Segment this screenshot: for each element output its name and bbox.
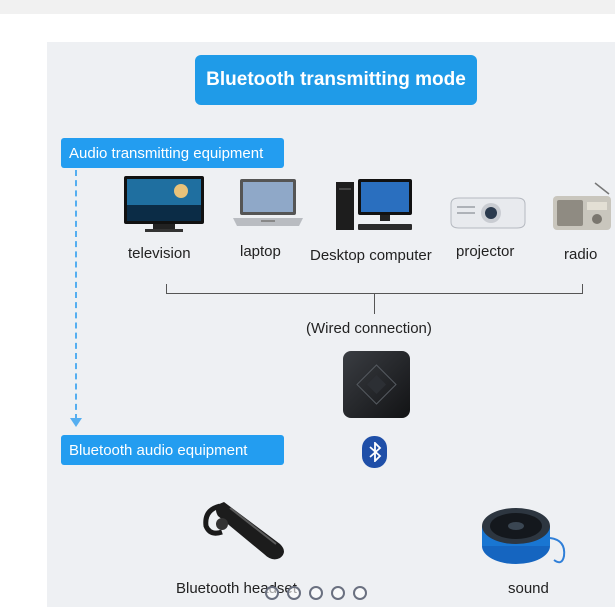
laptop-icon <box>233 179 303 226</box>
wired-connection-bracket <box>166 284 583 294</box>
section-tag-transmitting: Audio transmitting equipment <box>61 138 284 168</box>
bluetooth-headset-icon <box>203 502 284 560</box>
section-tag-receiving: Bluetooth audio equipment <box>61 435 284 465</box>
device-label-radio: radio <box>564 246 598 263</box>
down-arrow-icon <box>70 418 82 427</box>
carousel-dot-3[interactable] <box>309 586 323 600</box>
device-label-desktop-computer: Desktop computer <box>310 247 432 264</box>
bluetooth-icon <box>362 436 387 468</box>
projector-icon <box>450 197 526 229</box>
radio-icon <box>553 182 611 230</box>
device-label-television: television <box>128 245 191 262</box>
television-icon <box>124 176 204 232</box>
desktop-computer-icon <box>336 179 412 230</box>
wired-connection-label: (Wired connection) <box>306 320 432 337</box>
device-label-sound: sound <box>508 580 549 597</box>
bluetooth-adapter-image <box>343 351 410 418</box>
top-bar <box>0 0 615 14</box>
carousel-dot-1[interactable] <box>265 586 279 600</box>
bracket-stem <box>374 294 375 314</box>
carousel-dot-4[interactable] <box>331 586 345 600</box>
mode-title: Bluetooth transmitting mode <box>195 55 477 105</box>
device-label-laptop: laptop <box>240 243 281 260</box>
carousel-dot-2[interactable] <box>287 586 301 600</box>
device-label-projector: projector <box>456 243 515 260</box>
speaker-icon <box>482 508 566 564</box>
adapter-diamond-icon <box>356 364 397 405</box>
dashed-flow-line <box>75 170 77 420</box>
carousel-pagination <box>265 586 367 600</box>
carousel-dot-5[interactable] <box>353 586 367 600</box>
